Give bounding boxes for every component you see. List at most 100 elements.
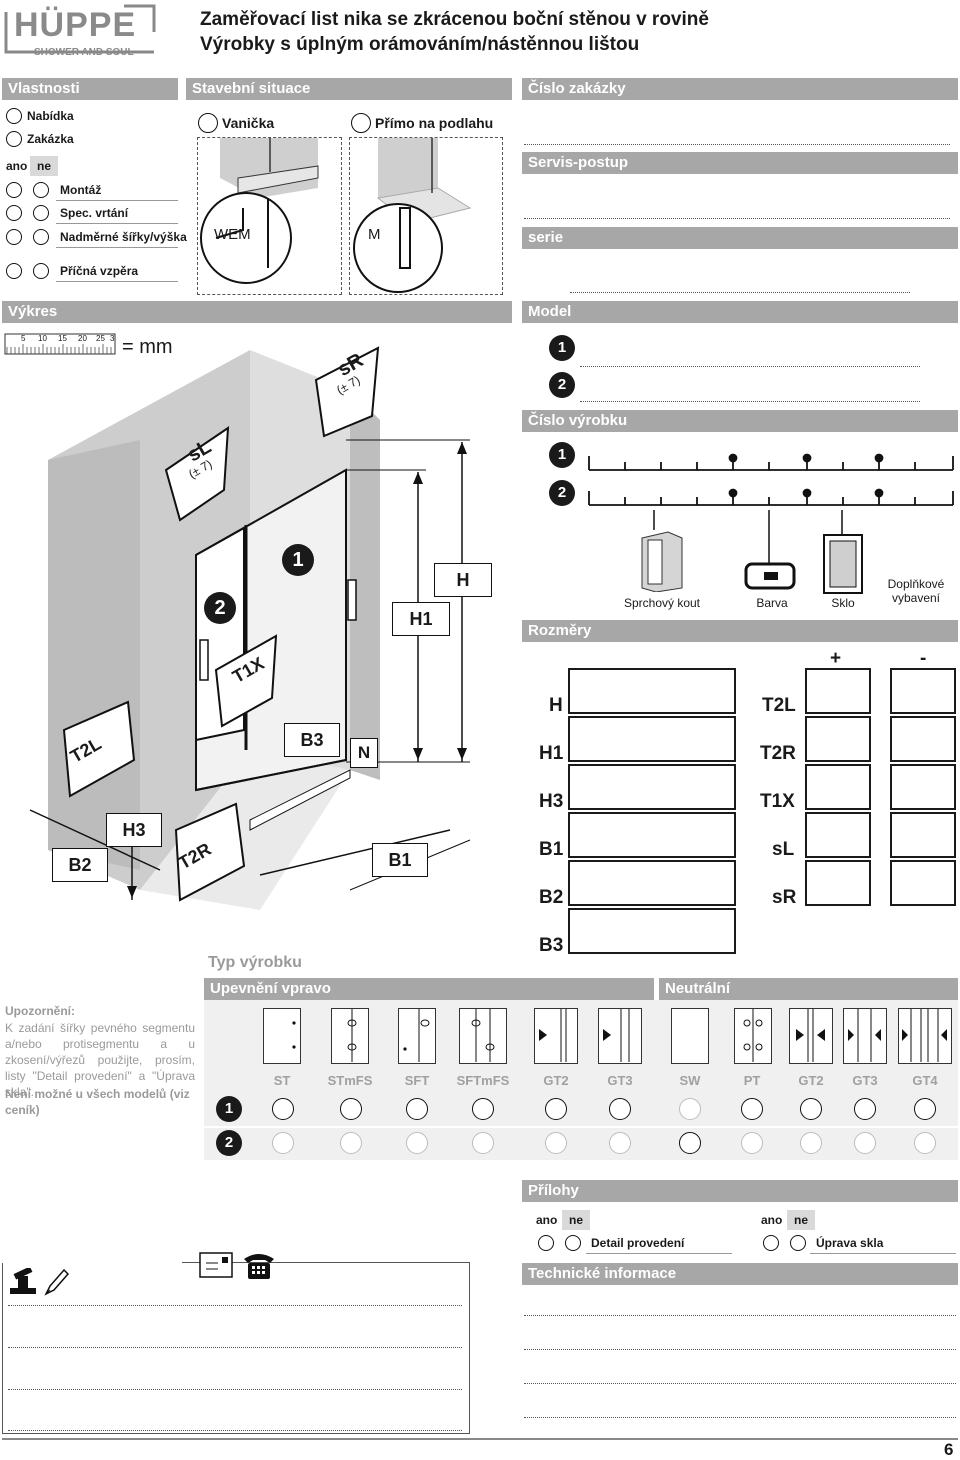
GT4-row2-radio[interactable] — [914, 1132, 936, 1154]
N-dim-label: N — [357, 743, 371, 762]
detail-label: Detail provedení — [591, 1236, 685, 1250]
rozmer-B3-label: B3 — [539, 935, 564, 956]
rozmer-H-field[interactable] — [568, 668, 736, 714]
rozmer-H1-field[interactable] — [568, 716, 736, 762]
podlaha-radio[interactable] — [351, 113, 371, 133]
technicke-line-1[interactable] — [524, 1315, 956, 1316]
technicke-header: Technické informace — [522, 1263, 958, 1285]
rozmer-sL-plus[interactable] — [805, 812, 871, 858]
GT2n-row1-radio[interactable] — [800, 1098, 822, 1120]
ne-label: ne — [787, 1210, 815, 1230]
scale-ruler: 5 10 15 20 25 3 — [4, 333, 116, 355]
vzpera-ne[interactable] — [33, 263, 49, 279]
stavebni-header: Stavební situace — [186, 78, 512, 100]
nabidka-radio[interactable] — [6, 108, 22, 124]
SW-row2-radio[interactable] — [679, 1132, 701, 1154]
GT3-row1-radio[interactable] — [609, 1098, 631, 1120]
model-1-badge: 1 — [549, 335, 575, 361]
ST-row1-radio[interactable] — [272, 1098, 294, 1120]
divider — [810, 1253, 956, 1254]
STmFS-row1-radio[interactable] — [340, 1098, 362, 1120]
vyrobek-1-badge: 1 — [549, 442, 575, 468]
montaz-ne[interactable] — [33, 182, 49, 198]
stamp-line-4[interactable] — [8, 1430, 462, 1431]
B1-dim-label: B1 — [388, 850, 412, 870]
zakazka-radio[interactable] — [6, 131, 22, 147]
model-1-field[interactable] — [580, 366, 920, 367]
uprava-ne-radio[interactable] — [790, 1235, 806, 1251]
GT2n-row2-radio[interactable] — [800, 1132, 822, 1154]
col-SW: SW — [679, 1073, 701, 1088]
vanicka-illustration: WEM — [197, 137, 342, 295]
montaz-ano[interactable] — [6, 182, 22, 198]
rozmer-T2L-minus[interactable] — [890, 668, 956, 714]
rozmer-T2R-minus[interactable] — [890, 716, 956, 762]
stamp-line-1[interactable] — [8, 1305, 462, 1306]
nadmerne-ano[interactable] — [6, 229, 22, 245]
zakazka-label: Zakázka — [27, 132, 74, 146]
typ-row-2-badge: 2 — [216, 1130, 242, 1156]
col-GT2-neutral: GT2 — [798, 1073, 824, 1088]
rozmer-T2L-plus[interactable] — [805, 668, 871, 714]
rozmer-sR-minus[interactable] — [890, 860, 956, 906]
rozmer-H1-label: H1 — [539, 743, 564, 764]
STmFS-row2-radio[interactable] — [340, 1132, 362, 1154]
detail-ne-radio[interactable] — [565, 1235, 581, 1251]
technicke-line-2[interactable] — [524, 1349, 956, 1350]
technicke-line-3[interactable] — [524, 1383, 956, 1384]
divider — [56, 223, 178, 224]
rozmer-B1-field[interactable] — [568, 812, 736, 858]
GT4-row1-radio[interactable] — [914, 1098, 936, 1120]
PT-row2-radio[interactable] — [741, 1132, 763, 1154]
detail-ano-radio[interactable] — [538, 1235, 554, 1251]
GT3n-row1-radio[interactable] — [854, 1098, 876, 1120]
SFT-row2-radio[interactable] — [406, 1132, 428, 1154]
rozmer-T2R-plus[interactable] — [805, 716, 871, 762]
model-2-field[interactable] — [580, 401, 920, 402]
rozmer-T1X-minus[interactable] — [890, 764, 956, 810]
ST-row2-radio[interactable] — [272, 1132, 294, 1154]
vrtani-ne[interactable] — [33, 205, 49, 221]
vyrobek-2-badge: 2 — [549, 480, 575, 506]
vrtani-ano[interactable] — [6, 205, 22, 221]
technicke-line-4[interactable] — [524, 1417, 956, 1418]
stamp-line-3[interactable] — [8, 1389, 462, 1390]
GT3-row2-radio[interactable] — [609, 1132, 631, 1154]
GT2-row2-radio[interactable] — [545, 1132, 567, 1154]
rozmer-B2-field[interactable] — [568, 860, 736, 906]
rozmer-H3-field[interactable] — [568, 764, 736, 810]
H-dim-label: H — [456, 570, 470, 590]
GT2-row1-radio[interactable] — [545, 1098, 567, 1120]
SW-row1-radio[interactable] — [679, 1098, 701, 1120]
stamp-icon — [8, 1266, 38, 1298]
product-SFT-icon — [398, 1008, 436, 1064]
col-GT4: GT4 — [912, 1073, 938, 1088]
PT-row1-radio[interactable] — [741, 1098, 763, 1120]
sprchovy-kout-icon — [638, 530, 684, 593]
SFTmFS-row2-radio[interactable] — [472, 1132, 494, 1154]
stamp-line-2[interactable] — [8, 1347, 462, 1348]
SFT-row1-radio[interactable] — [406, 1098, 428, 1120]
GT3n-row2-radio[interactable] — [854, 1132, 876, 1154]
cislo-zakazky-field[interactable] — [524, 144, 950, 145]
serie-field[interactable] — [570, 292, 910, 293]
rozmer-sR-label: sR — [772, 887, 797, 908]
plus-header: + — [830, 648, 842, 669]
door-2-badge: 2 — [204, 592, 236, 624]
nadmerne-ne[interactable] — [33, 229, 49, 245]
col-ST: ST — [273, 1073, 291, 1088]
rozmer-B3-field[interactable] — [568, 908, 736, 954]
SFTmFS-row1-radio[interactable] — [472, 1098, 494, 1120]
vanicka-radio[interactable] — [198, 113, 218, 133]
H1-dim-label: H1 — [409, 609, 433, 629]
rozmer-T1X-plus[interactable] — [805, 764, 871, 810]
typ-row-divider — [204, 1126, 958, 1128]
vzpera-ano[interactable] — [6, 263, 22, 279]
sklo-label: Sklo — [831, 596, 855, 610]
H3-dim-box: H3 — [106, 813, 162, 847]
vyrobek-number-fields[interactable] — [585, 448, 957, 508]
uprava-ano-radio[interactable] — [763, 1235, 779, 1251]
rozmer-sR-plus[interactable] — [805, 860, 871, 906]
servis-field[interactable] — [524, 218, 950, 219]
rozmer-sL-minus[interactable] — [890, 812, 956, 858]
